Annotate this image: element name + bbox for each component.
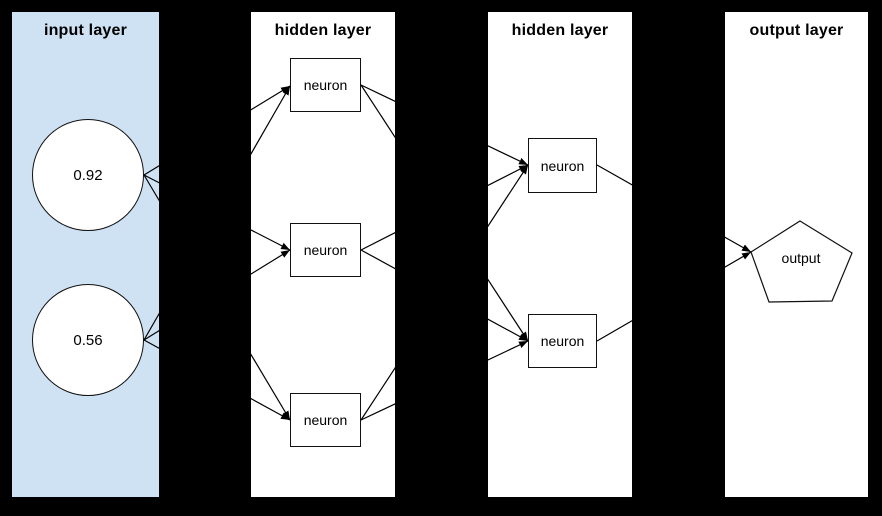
hidden2-neuron-1-label: neuron <box>540 157 585 174</box>
hidden2-neuron-2: neuron <box>528 314 597 368</box>
hidden1-neuron-2-label: neuron <box>303 242 348 258</box>
input-layer-title: input layer <box>43 22 128 39</box>
input-node-1: 0.92 <box>32 119 144 231</box>
panel-input-layer: input layer <box>12 12 159 497</box>
output-layer-title: output layer <box>749 22 844 39</box>
hidden-layer-2-title: hidden layer <box>511 22 609 39</box>
hidden1-neuron-3-label: neuron <box>303 412 348 428</box>
hidden2-neuron-2-label: neuron <box>540 333 585 349</box>
output-node-label: output <box>781 250 821 266</box>
hidden1-neuron-1: neuron <box>290 58 361 112</box>
hidden1-neuron-1-label: neuron <box>303 77 348 93</box>
hidden-layer-1-title: hidden layer <box>274 22 372 39</box>
input-node-2-value: 0.56 <box>73 331 103 349</box>
pentagon-shape <box>750 220 853 303</box>
output-node: output <box>740 210 862 312</box>
panel-hidden-layer-2: hidden layer <box>488 12 632 497</box>
hidden2-neuron-1: neuron <box>528 138 597 193</box>
input-node-2: 0.56 <box>32 284 144 396</box>
hidden1-neuron-2: neuron <box>290 223 361 277</box>
hidden1-neuron-3: neuron <box>290 393 361 447</box>
input-node-1-value: 0.92 <box>73 166 103 184</box>
